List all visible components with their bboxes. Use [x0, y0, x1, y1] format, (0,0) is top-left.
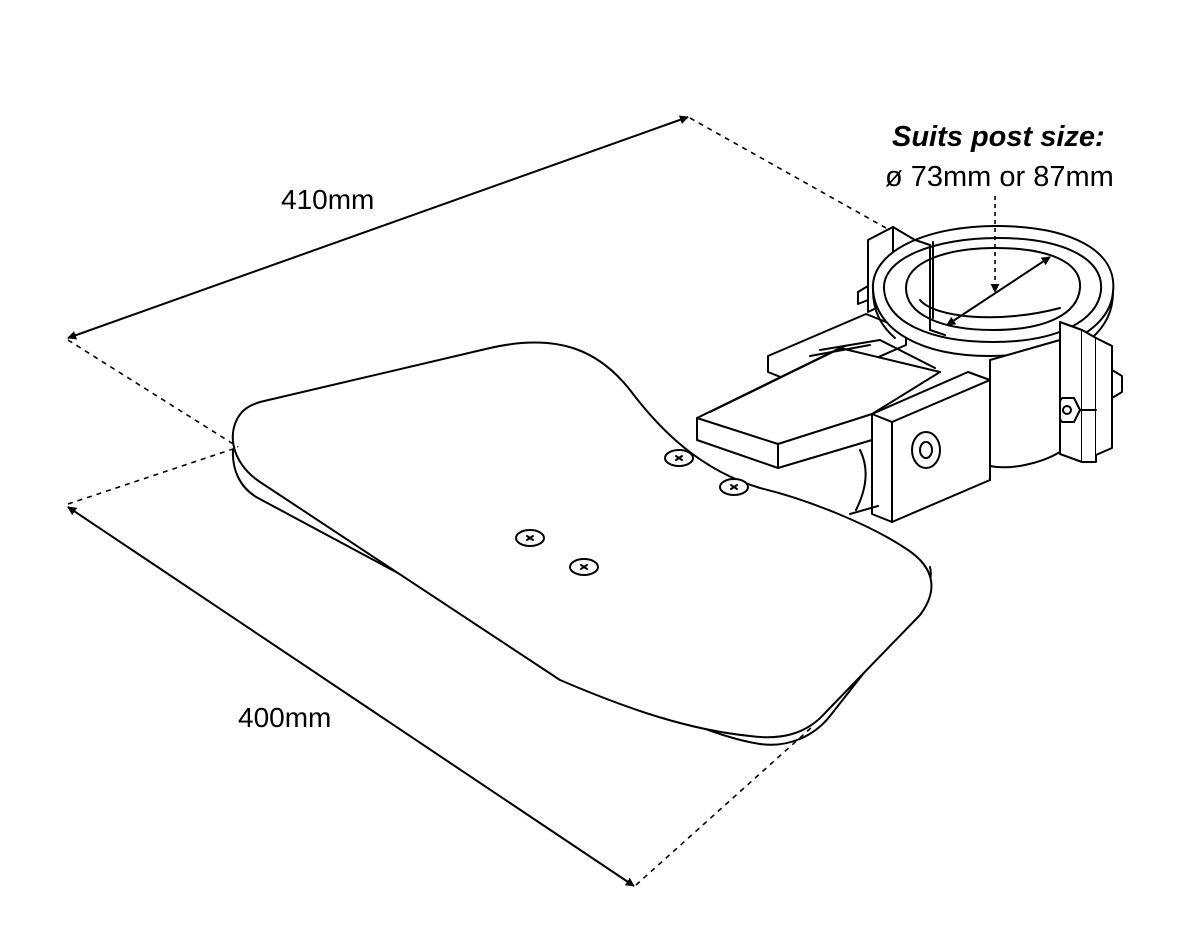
post-size-title: Suits post size:: [892, 121, 1105, 153]
extension-lines: [67, 117, 887, 886]
depth-dimension-line: [67, 506, 635, 887]
screw-icon: [515, 529, 545, 547]
width-dimension-label: 410mm: [281, 184, 375, 215]
screw-icon: [569, 558, 599, 576]
screw-icon: [664, 449, 694, 467]
clamp-right-ear: [1059, 321, 1083, 463]
screw-icon: [719, 478, 749, 496]
post-clamp: [696, 224, 1123, 523]
pivot-icon: [911, 431, 941, 469]
width-dimension-line: [67, 115, 689, 340]
depth-dimension-label: 400mm: [238, 702, 332, 733]
post-size-values: ø 73mm or 87mm: [885, 161, 1114, 193]
clamp-body: [989, 339, 1061, 469]
